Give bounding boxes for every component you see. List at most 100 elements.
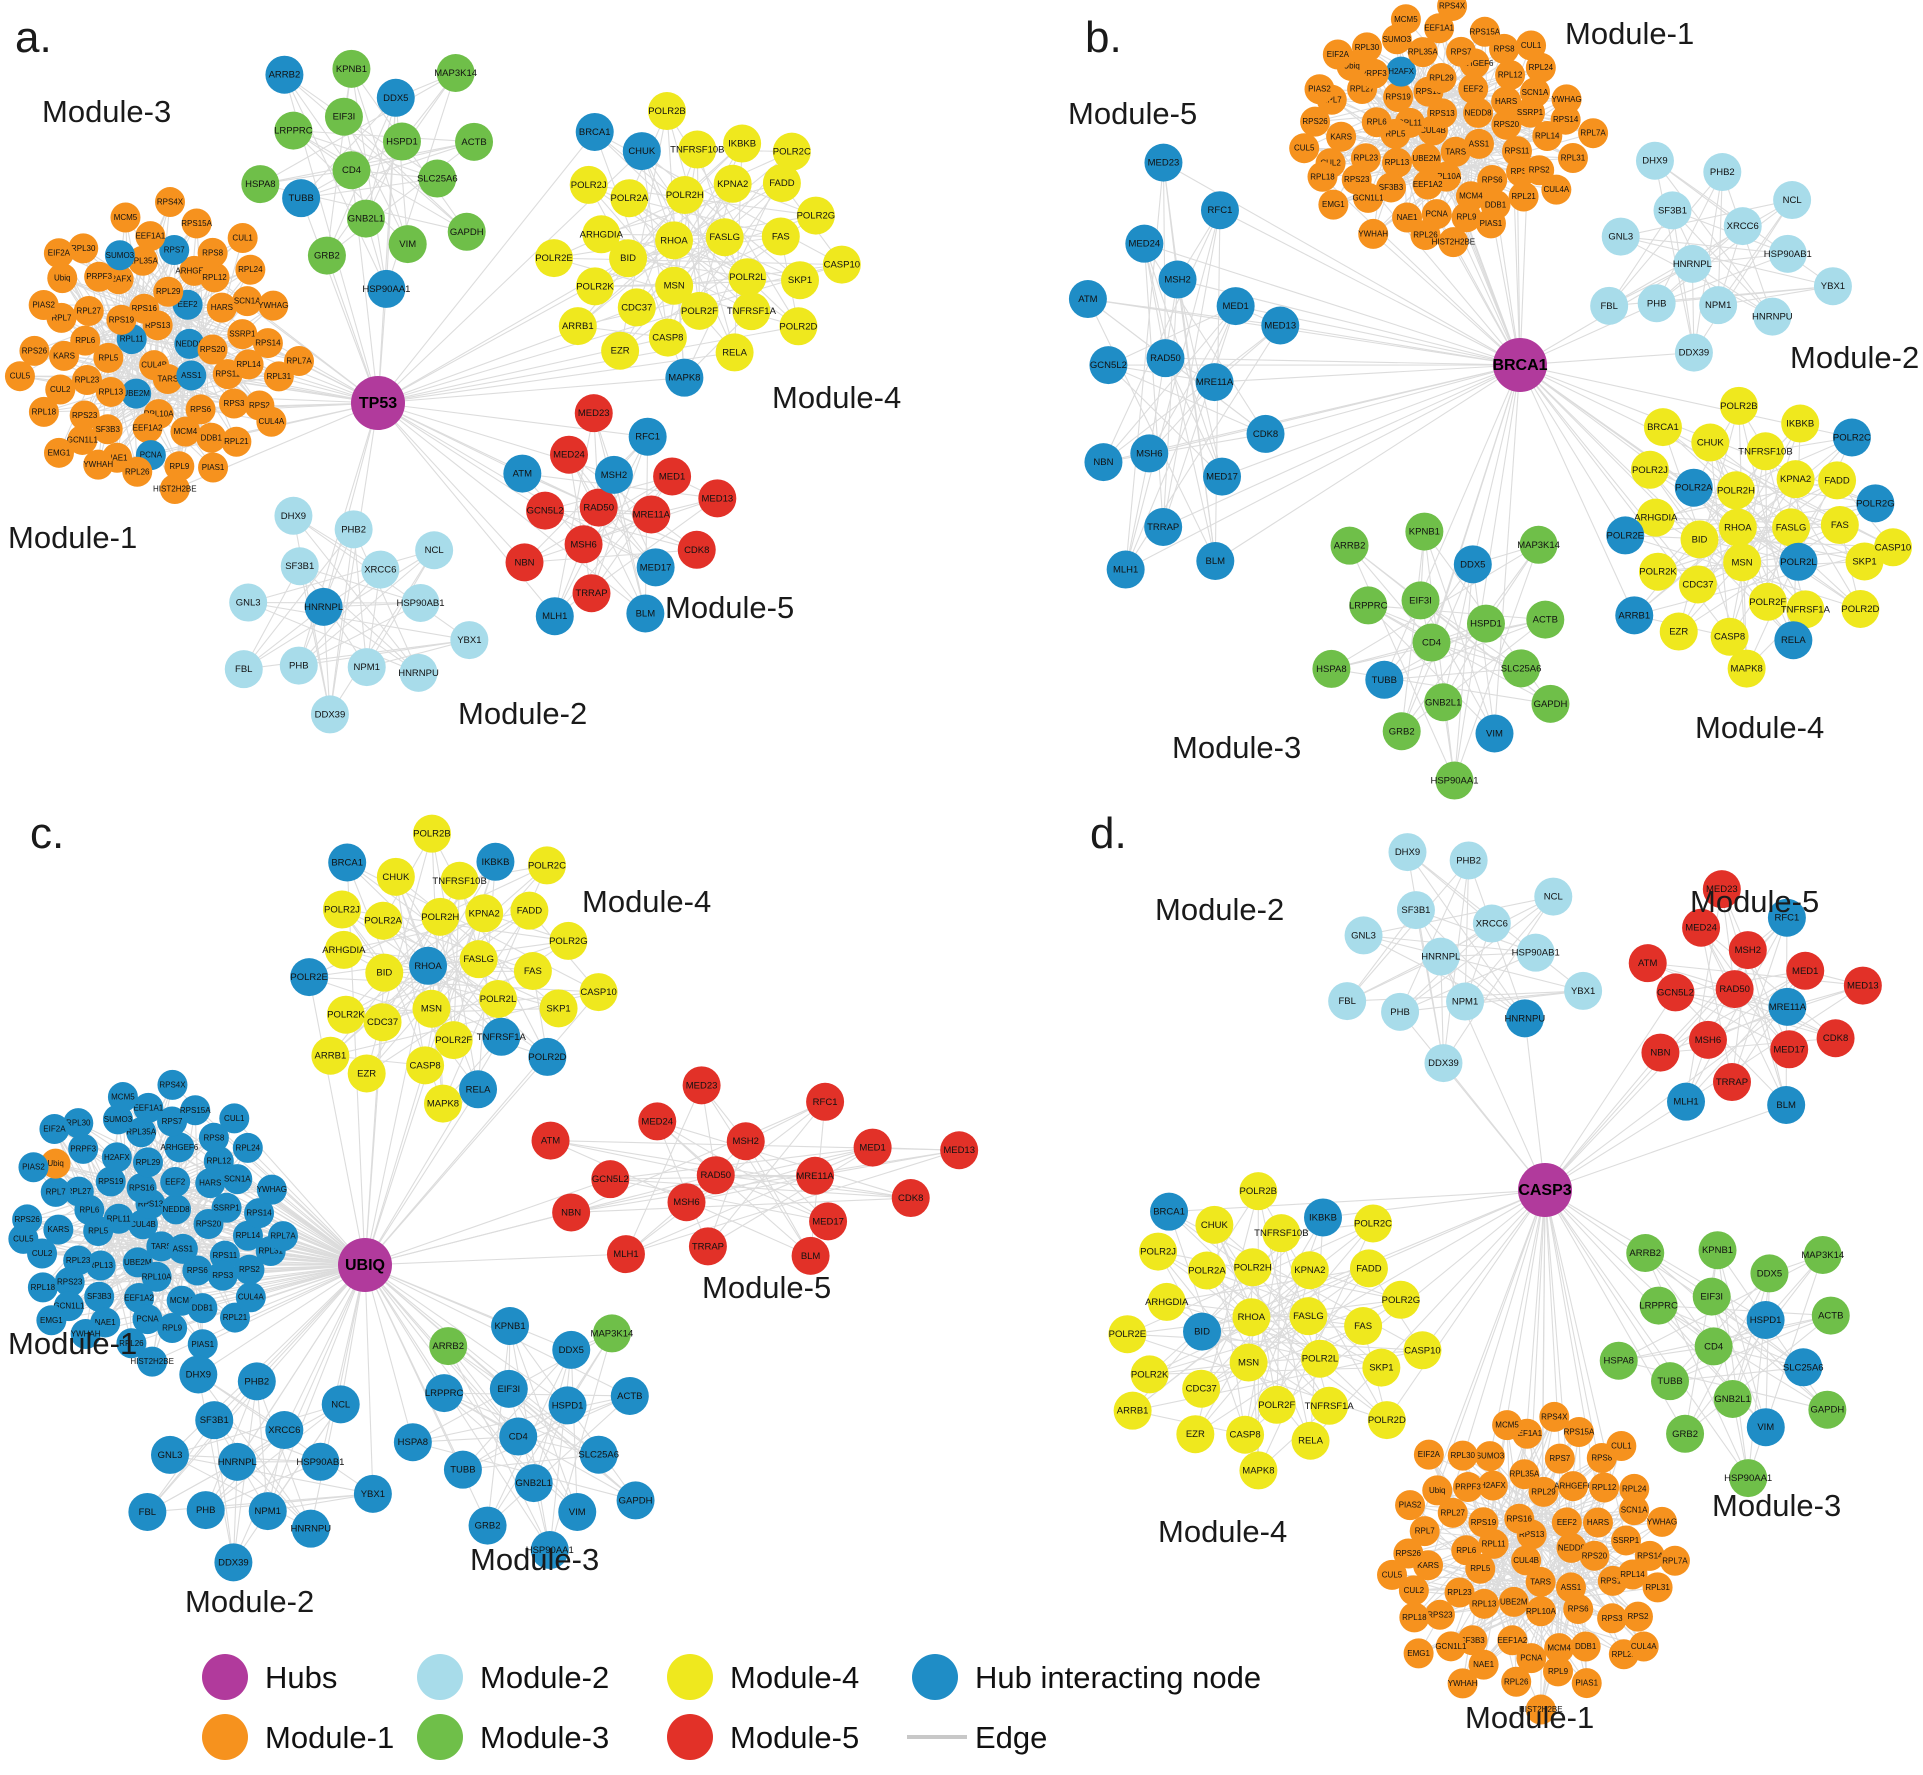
node-PRPF3	[84, 261, 115, 292]
node-KARS	[1326, 121, 1357, 152]
module-label-d-module-4: Module-4	[1158, 1514, 1287, 1549]
node-CUL2	[1398, 1575, 1429, 1606]
node-EEF1A2	[1412, 169, 1443, 200]
node-GRB2	[1666, 1414, 1705, 1453]
node-POLR2A	[364, 901, 403, 940]
module-label-d-module-1: Module-1	[1465, 1700, 1594, 1735]
node-NBN	[1641, 1033, 1680, 1072]
node-NBN	[552, 1193, 591, 1232]
node-FAS	[1820, 506, 1859, 545]
node-Ubiq	[40, 1148, 71, 1179]
node-CUL4A	[235, 1282, 266, 1313]
node-RPS15A	[1563, 1416, 1594, 1447]
node-RPL26	[1501, 1666, 1532, 1697]
legend-swatch-module-4	[667, 1654, 713, 1700]
node-RPL6	[1361, 107, 1392, 138]
node-H2AFX	[1477, 1470, 1508, 1501]
legend-label-module-1: Module-1	[265, 1720, 394, 1755]
node-FAS	[1344, 1307, 1383, 1346]
node-TUBB	[1651, 1362, 1690, 1401]
node-KPNB1	[491, 1307, 530, 1346]
node-HSP90AA1	[367, 269, 406, 308]
node-Ubiq	[47, 263, 78, 294]
node-EEF2	[160, 1167, 191, 1198]
node-UBE2M	[1498, 1586, 1529, 1617]
node-RPL9	[164, 451, 195, 482]
node-GAPDH	[447, 212, 486, 251]
node-YWHAH	[1447, 1668, 1478, 1699]
node-PHB2	[334, 510, 373, 549]
node-ATM	[503, 454, 542, 493]
node-TUBB	[443, 1450, 482, 1489]
node-HIST2H2BE	[159, 474, 190, 505]
node-RPL18	[28, 396, 59, 427]
node-RPL29	[1426, 62, 1457, 93]
node-YWHAG	[258, 290, 289, 321]
node-MED1	[1216, 287, 1255, 326]
node-BLM	[626, 594, 665, 633]
node-TNFRSF10B	[1262, 1214, 1301, 1253]
node-MSH2	[1158, 260, 1197, 299]
node-GAPDH	[1531, 684, 1570, 723]
node-EIF3I	[1692, 1277, 1731, 1316]
node-GCN1L1	[1435, 1631, 1466, 1662]
node-POLR2C	[527, 846, 566, 885]
node-CDK8	[1816, 1019, 1855, 1058]
node-RPL7A	[1659, 1545, 1690, 1576]
legend-swatch-hubs	[202, 1654, 248, 1700]
node-MCM4	[1544, 1633, 1575, 1664]
node-RPL35A	[127, 245, 158, 276]
node-VIM	[388, 225, 427, 264]
node-SLC25A6	[579, 1435, 618, 1474]
node-ASS1	[1463, 128, 1494, 159]
node-BRCA1	[575, 112, 614, 151]
node-RPS19	[95, 1166, 126, 1197]
node-FBL	[1590, 286, 1629, 325]
node-RPS15A	[1469, 16, 1500, 47]
node-ARHGDIA	[1636, 498, 1675, 537]
node-RPS8	[1489, 33, 1520, 64]
node-NCL	[1534, 877, 1573, 916]
node-NEDD8	[1556, 1532, 1587, 1563]
node-RPS26	[19, 335, 50, 366]
node-ARRB1	[558, 307, 597, 346]
node-RPS19	[1383, 82, 1414, 113]
node-DDX5	[1750, 1254, 1789, 1293]
node-LRPPRC	[1349, 586, 1388, 625]
node-VIM	[1475, 714, 1514, 753]
node-POLR2E	[534, 239, 573, 278]
panel-letter-a: a.	[15, 13, 52, 62]
node-POLR2E	[1606, 516, 1645, 555]
node-CASP10	[579, 973, 618, 1012]
node-DDX39	[214, 1543, 253, 1582]
node-HIST2H2BE	[137, 1346, 168, 1377]
node-RPL14	[232, 1220, 263, 1251]
node-POLR2C	[772, 132, 811, 171]
node-TRRAP	[688, 1227, 727, 1266]
node-RPS20	[1579, 1540, 1610, 1571]
node-FAS	[513, 952, 552, 991]
node-HSPD1	[382, 122, 421, 161]
node-GRB2	[1382, 712, 1421, 751]
node-CASP10	[822, 245, 861, 284]
node-GNB2L1	[1424, 683, 1463, 722]
node-DHX9	[1635, 141, 1674, 180]
node-EIF3I	[324, 97, 363, 136]
node-PHB2	[1449, 841, 1488, 880]
node-ACTB	[1811, 1296, 1850, 1335]
node-DDX39	[1424, 1044, 1463, 1083]
node-RPL13	[85, 1250, 116, 1281]
node-YBX1	[1813, 267, 1852, 306]
node-NCL	[415, 531, 454, 570]
node-RPS13	[1427, 98, 1458, 129]
node-RPS6	[1563, 1593, 1594, 1624]
node-HSPA8	[393, 1423, 432, 1462]
node-ARHGEF6	[1558, 1471, 1589, 1502]
node-IKBKB	[476, 842, 515, 881]
node-SLC25A6	[418, 159, 457, 198]
node-POLR2D	[1367, 1401, 1406, 1440]
node-RPS7	[157, 1106, 188, 1137]
module-label-b-module-5: Module-5	[1068, 96, 1197, 131]
node-MCM5	[1390, 4, 1421, 35]
node-NPM1	[347, 648, 386, 687]
